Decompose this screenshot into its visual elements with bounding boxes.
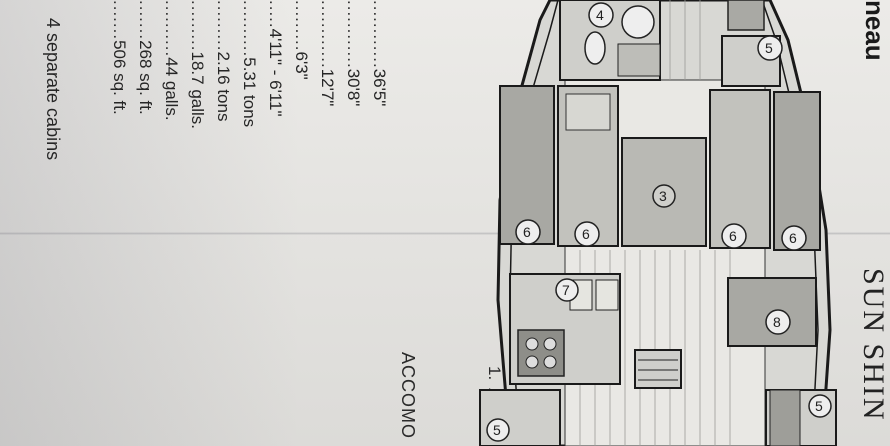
spec-leader-dots: ....... xyxy=(136,0,155,41)
label-6-stbd-inner: 6 xyxy=(729,228,737,244)
spec-value: 18.7 galls. xyxy=(188,51,207,130)
label-4: 4 xyxy=(596,7,604,23)
spec-row: ............30'8" xyxy=(344,0,363,107)
label-6-stbd-outer: 6 xyxy=(789,230,797,246)
model-title: SUN SHIN xyxy=(857,268,890,422)
paper-fold xyxy=(0,232,890,235)
brand-fragment: neau xyxy=(860,0,890,61)
spec-leader-dots: ............ xyxy=(344,0,363,69)
plan-labels: 4 5 6 6 6 6 3 7 8 5 5 xyxy=(486,2,832,442)
spec-leader-dots: .......... xyxy=(162,0,181,58)
spec-value: 44 galls. xyxy=(162,57,181,121)
spec-leader-dots: .......... xyxy=(240,0,259,58)
spec-leader-dots: ............ xyxy=(318,0,337,69)
spec-row: ..........5.31 tons xyxy=(240,0,259,128)
spec-row: ............36'5" xyxy=(370,0,389,107)
label-8: 8 xyxy=(773,314,781,330)
label-7: 7 xyxy=(562,282,570,298)
spec-value: 4'11" - 6'11" xyxy=(266,28,285,117)
page-shadow xyxy=(0,0,300,446)
cabins-note: 4 separate cabins xyxy=(43,18,63,161)
label-6-port-inner: 6 xyxy=(582,226,590,242)
spec-row: .........2.16 tons xyxy=(214,0,233,122)
spec-leader-dots: ......... xyxy=(188,0,207,52)
spec-value: 2.16 tons xyxy=(214,51,233,122)
spec-row: .........6'3" xyxy=(292,0,311,80)
label-5-aft-stbd: 5 xyxy=(815,398,823,414)
spec-leader-dots: ......... xyxy=(214,0,233,52)
spec-value: 6'3" xyxy=(292,51,311,80)
spec-value: 5.31 tons xyxy=(240,57,259,128)
spec-leader-dots: ............ xyxy=(370,0,389,69)
label-3: 3 xyxy=(659,188,667,204)
spec-value: 268 sq. ft. xyxy=(136,40,155,115)
berth-port-outer xyxy=(499,85,555,245)
accommodation-heading: ACCOMO xyxy=(398,352,418,439)
spec-value: 506 sq. ft. xyxy=(110,40,129,115)
spec-leader-dots: ....... xyxy=(110,0,129,41)
spec-value: 30'8" xyxy=(344,68,363,107)
spec-row: .........18.7 galls. xyxy=(188,0,207,130)
spec-value: 36'5" xyxy=(370,68,389,107)
spec-row: .....4'11" - 6'11" xyxy=(266,0,285,117)
label-5-aft-port: 5 xyxy=(493,422,501,438)
yacht-layout-plan: 4 5 6 6 6 6 3 7 8 5 5 xyxy=(479,0,837,446)
spec-row: .......506 sq. ft. xyxy=(110,0,129,115)
spec-row: ..........44 galls. xyxy=(162,0,181,121)
spec-row: .......268 sq. ft. xyxy=(136,0,155,115)
spec-leader-dots: ..... xyxy=(266,0,285,29)
spec-row: ............12'7" xyxy=(318,0,337,107)
berth-stbd-inner xyxy=(709,89,771,249)
berth-stbd-outer xyxy=(773,91,821,251)
spec-value: 12'7" xyxy=(318,68,337,107)
label-5-fwd: 5 xyxy=(765,40,773,56)
companionway xyxy=(634,349,682,389)
label-6-port-outer: 6 xyxy=(523,224,531,240)
spec-leader-dots: ......... xyxy=(292,0,311,52)
